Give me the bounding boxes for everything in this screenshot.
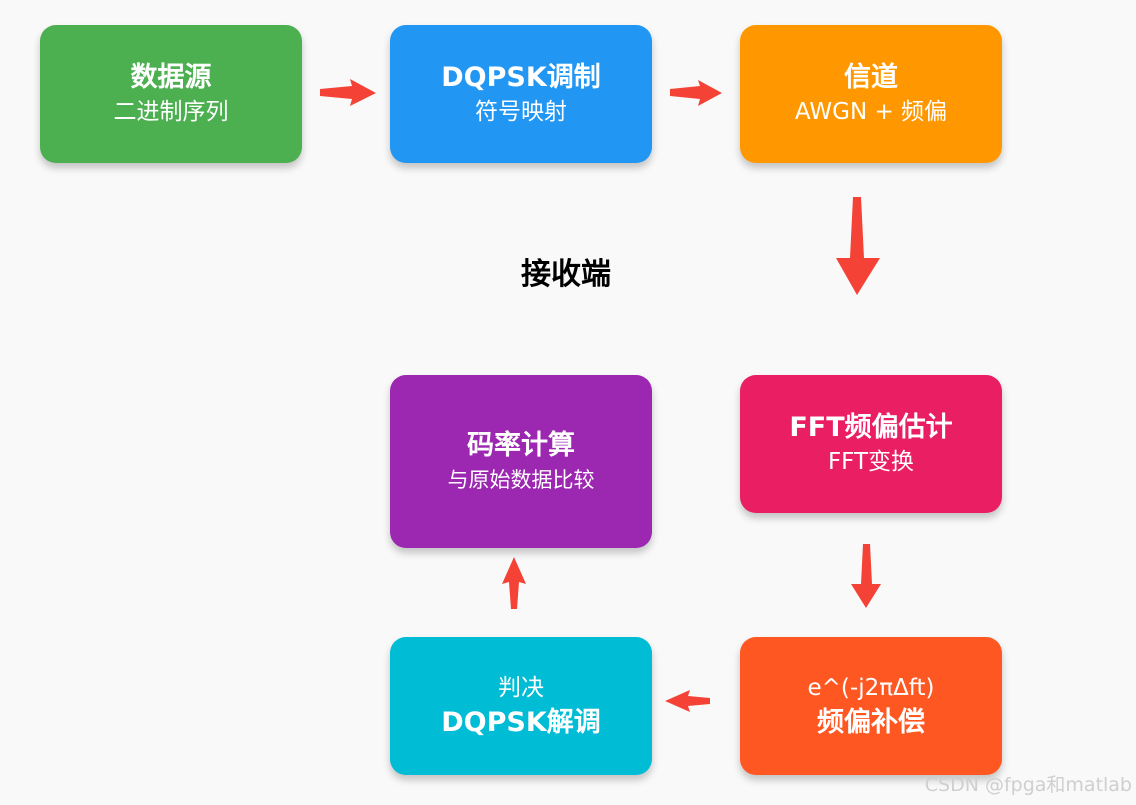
arrow-demodulation-to-ber [502, 557, 526, 609]
node-frequency-compensation: e^(-j2πΔft) 频偏补偿 [740, 637, 1002, 775]
node-dqpsk-modulation: DQPSK调制 符号映射 [390, 25, 652, 163]
arrow-channel-to-fft [836, 197, 880, 295]
node-channel-title: 信道 [844, 62, 898, 93]
node-fft-estimation: FFT频偏估计 FFT变换 [740, 375, 1002, 513]
node-ber-calculation-title: 码率计算 [467, 429, 575, 461]
arrow-modulation-to-channel [670, 80, 722, 106]
node-frequency-compensation-formula: e^(-j2πΔft) [807, 675, 935, 701]
arrow-compensation-to-demodulation [665, 690, 710, 712]
node-frequency-compensation-title: 频偏补偿 [817, 707, 925, 738]
node-dqpsk-demodulation-line1: 判决 [498, 675, 544, 701]
node-channel-subtitle: AWGN + 频偏 [794, 99, 948, 125]
node-dqpsk-modulation-title: DQPSK调制 [441, 62, 601, 93]
arrow-source-to-modulation [320, 79, 376, 106]
arrow-fft-to-compensation [851, 544, 881, 608]
receiver-section-label: 接收端 [521, 257, 611, 292]
node-dqpsk-modulation-subtitle: 符号映射 [475, 99, 567, 125]
node-fft-estimation-title: FFT频偏估计 [789, 412, 953, 443]
watermark: CSDN @fpga和matlab [924, 774, 1132, 796]
node-data-source-title: 数据源 [130, 62, 212, 93]
node-ber-calculation: 码率计算 与原始数据比较 [390, 375, 652, 548]
node-channel: 信道 AWGN + 频偏 [740, 25, 1002, 163]
node-dqpsk-demodulation-title: DQPSK解调 [441, 707, 601, 738]
node-data-source-subtitle: 二进制序列 [113, 99, 229, 125]
node-fft-estimation-subtitle: FFT变换 [827, 449, 915, 475]
node-data-source: 数据源 二进制序列 [40, 25, 302, 163]
node-ber-calculation-subtitle: 与原始数据比较 [447, 467, 595, 492]
node-dqpsk-demodulation: 判决 DQPSK解调 [390, 637, 652, 775]
